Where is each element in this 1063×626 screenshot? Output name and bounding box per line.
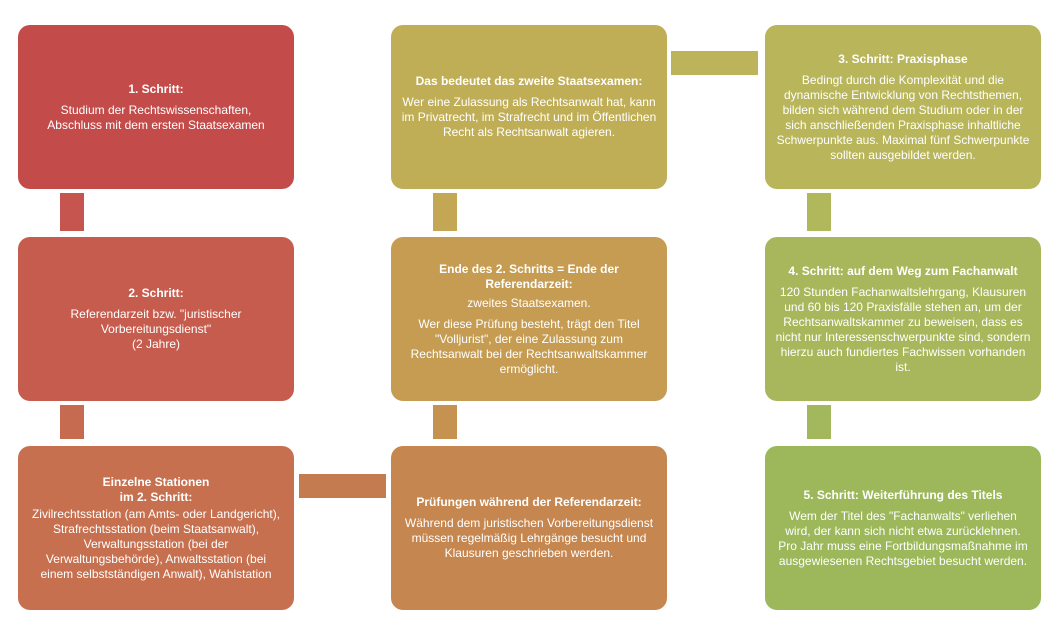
step-5-title: 5. Schritt: Weiterführung des Titels [803,487,1003,502]
ende-body: Wer diese Prüfung besteht, trägt den Tit… [410,316,648,376]
bedeutet-box: Das bedeutet das zweite Staatsexamen: We… [391,25,667,189]
connector-s2-stationen [60,405,84,439]
step-2-box: 2. Schritt: Referendarzeit bzw. "juristi… [18,237,294,401]
connector-s4-s5 [807,405,831,439]
step-3-box: 3. Schritt: Praxisphase Bedingt durch di… [765,25,1041,189]
connector-ende-bedeutet [433,193,457,231]
ende-title: Ende des 2. Schritts = Ende der Referend… [439,261,619,291]
bedeutet-title: Das bedeutet das zweite Staatsexamen: [415,74,643,88]
connector-bedeutet-s3 [671,51,758,75]
step-2-title: 2. Schritt: [128,286,184,300]
ende-subtitle: zweites Staatsexamen. [467,295,591,310]
step-1-box: 1. Schritt: Studium der Rechtswissenscha… [18,25,294,189]
connector-stationen-pruefungen [299,474,386,498]
pruefungen-title: Prüfungen während der Referendarzeit: [416,495,642,509]
connector-pruefungen-ende [433,405,457,439]
step-4-title: 4. Schritt: auf dem Weg zum Fachanwalt [788,263,1018,278]
step-4-body: 120 Stunden Fachanwaltslehrgang, Klausur… [775,284,1031,374]
pruefungen-box: Prüfungen während der Referendarzeit: Wä… [391,446,667,610]
stationen-body: Zivilrechtsstation (am Amts- oder Landge… [31,506,281,581]
pruefungen-body: Während dem juristischen Vorbereitungsdi… [404,516,654,560]
step-2-body: Referendarzeit bzw. "juristischer Vorber… [70,307,242,351]
step-1-body: Studium der Rechtswissenschaften, Abschl… [47,102,265,132]
stationen-title: Einzelne Stationen im 2. Schritt: [102,474,210,504]
bedeutet-body: Wer eine Zulassung als Rechtsanwalt hat,… [401,95,657,139]
ende-box: Ende des 2. Schritts = Ende der Referend… [391,237,667,401]
connector-s3-s4 [807,193,831,231]
step-1-title: 1. Schritt: [128,81,184,96]
step-5-body: Wem der Titel des "Fachanwalts" verliehe… [778,508,1028,568]
connector-s1-s2 [60,193,84,231]
stationen-box: Einzelne Stationen im 2. Schritt: Zivilr… [18,446,294,610]
step-3-title: 3. Schritt: Praxisphase [838,51,968,66]
step-3-body: Bedingt durch die Komplexität und die dy… [776,72,1030,162]
step-4-box: 4. Schritt: auf dem Weg zum Fachanwalt 1… [765,237,1041,401]
step-5-box: 5. Schritt: Weiterführung des Titels Wem… [765,446,1041,610]
